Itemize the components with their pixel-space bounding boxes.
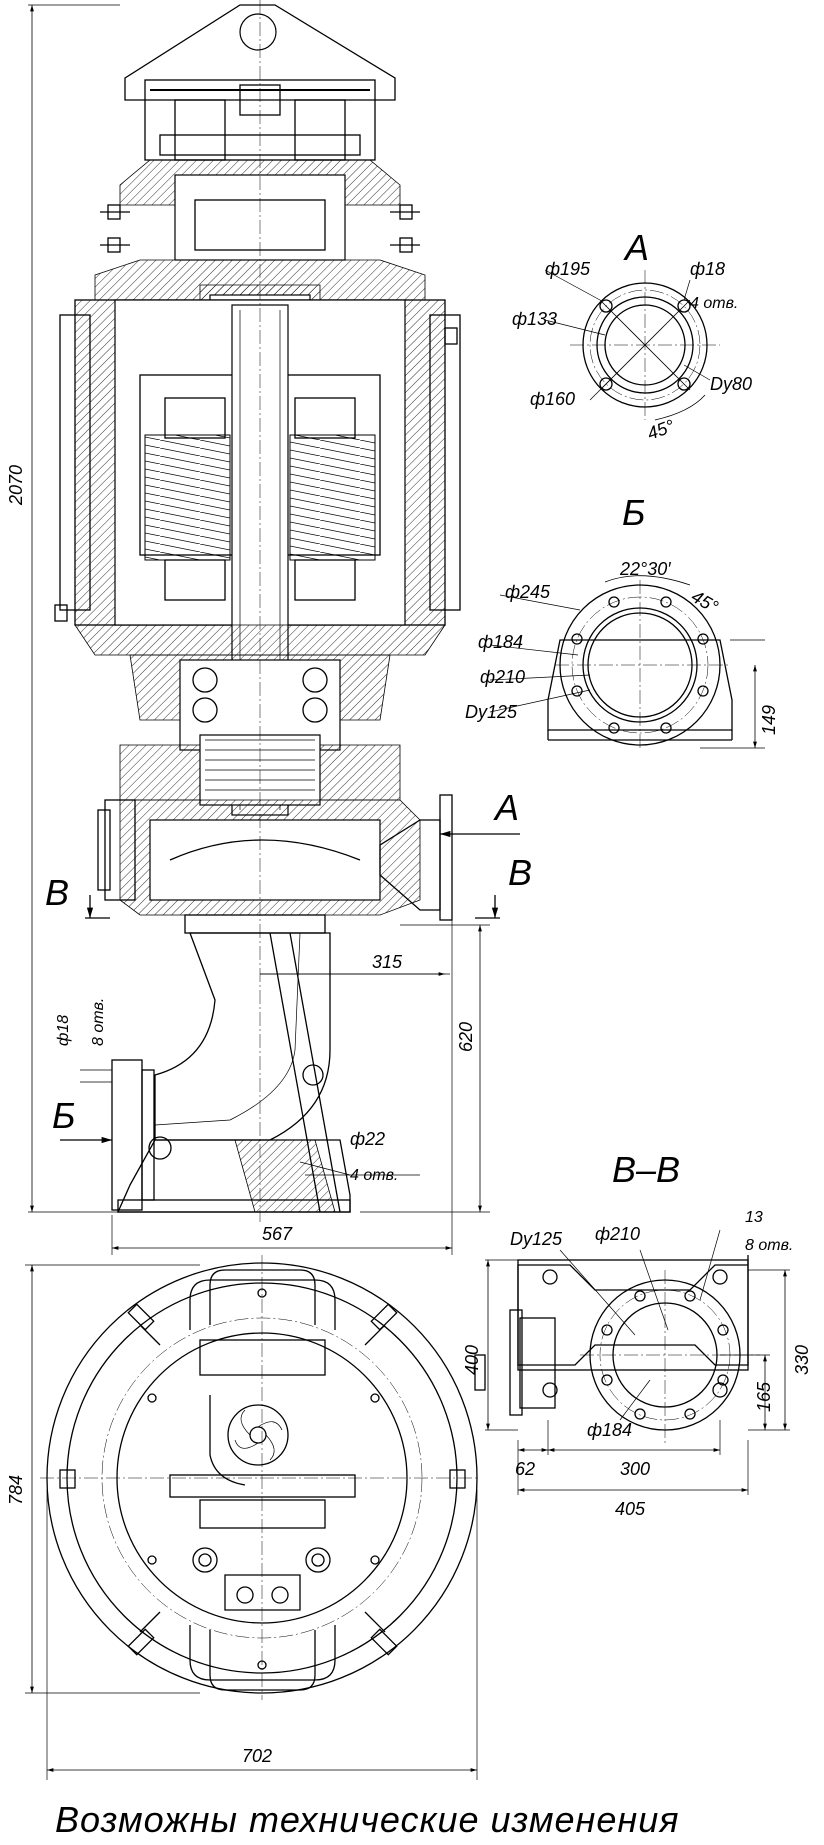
- section-b-left-mark: Б: [52, 1095, 75, 1136]
- view-b-d184: ф184: [478, 632, 523, 652]
- view-a-holes: 4 отв.: [690, 295, 738, 312]
- view-vv-title: В–В: [612, 1149, 680, 1190]
- view-b-dy125: Dy125: [465, 702, 518, 722]
- view-vv-h400: 400: [462, 1345, 482, 1375]
- view-a-d195: ф195: [545, 259, 591, 279]
- view-a-title: А: [623, 227, 649, 268]
- view-vv-h165: 165: [754, 1381, 774, 1412]
- view-a-d160: ф160: [530, 389, 575, 409]
- section-v-left-mark: В: [45, 872, 69, 913]
- view-vv-holes: 8 отв.: [745, 1237, 793, 1254]
- view-b-d245: ф245: [505, 582, 551, 602]
- view-b-title: Б: [622, 492, 645, 533]
- view-a-angle: 45°: [645, 416, 677, 444]
- plan-width-label: 702: [242, 1746, 272, 1766]
- dim-315-label: 315: [372, 952, 403, 972]
- dim-2070-label: 2070: [6, 465, 26, 506]
- view-vv-d184: ф184: [587, 1420, 632, 1440]
- front-view: [54, 0, 461, 1222]
- view-a: А ф195 ф18 4 отв. ф133 Dy80 ф160 45°: [512, 227, 752, 444]
- dim-567-label: 567: [262, 1224, 293, 1244]
- view-b-d210: ф210: [480, 667, 525, 687]
- section-a-mark: А: [493, 787, 519, 828]
- plan-view: 784 702: [6, 1255, 486, 1780]
- main-dimensions: 2070 567 315 620 ф18 8 отв. ф22 4 отв. А…: [6, 4, 532, 1255]
- dim-d18-label: ф18: [55, 1015, 72, 1046]
- view-vv-w300: 300: [620, 1459, 650, 1479]
- plan-height-label: 784: [6, 1475, 26, 1505]
- section-v-right-mark: В: [508, 852, 532, 893]
- view-b-h149: 149: [759, 705, 779, 735]
- dim-620-label: 620: [456, 1022, 476, 1052]
- view-vv-d210: ф210: [595, 1224, 640, 1244]
- view-b: Б 22°30′ 45° ф245 ф184 ф210 Dy125 149: [465, 492, 779, 749]
- view-b-angle-22: 22°30′: [619, 559, 671, 579]
- footer-note: Возможны технические изменения: [55, 1799, 679, 1840]
- view-vv-w405: 405: [615, 1499, 646, 1519]
- view-vv-w62: 62: [515, 1459, 535, 1479]
- view-a-d18: ф18: [690, 259, 725, 279]
- view-vv-dy125: Dy125: [510, 1229, 563, 1249]
- view-a-dy80: Dy80: [710, 374, 752, 394]
- view-vv: В–В: [462, 1149, 812, 1519]
- view-vv-h330: 330: [792, 1345, 812, 1375]
- dim-4holes-label: 4 отв.: [350, 1167, 398, 1184]
- view-a-d133: ф133: [512, 309, 557, 329]
- dim-8holes-label: 8 отв.: [90, 998, 107, 1046]
- view-vv-13: 13: [745, 1209, 763, 1226]
- view-b-angle-45: 45°: [688, 586, 722, 617]
- dim-d22-label: ф22: [350, 1129, 385, 1149]
